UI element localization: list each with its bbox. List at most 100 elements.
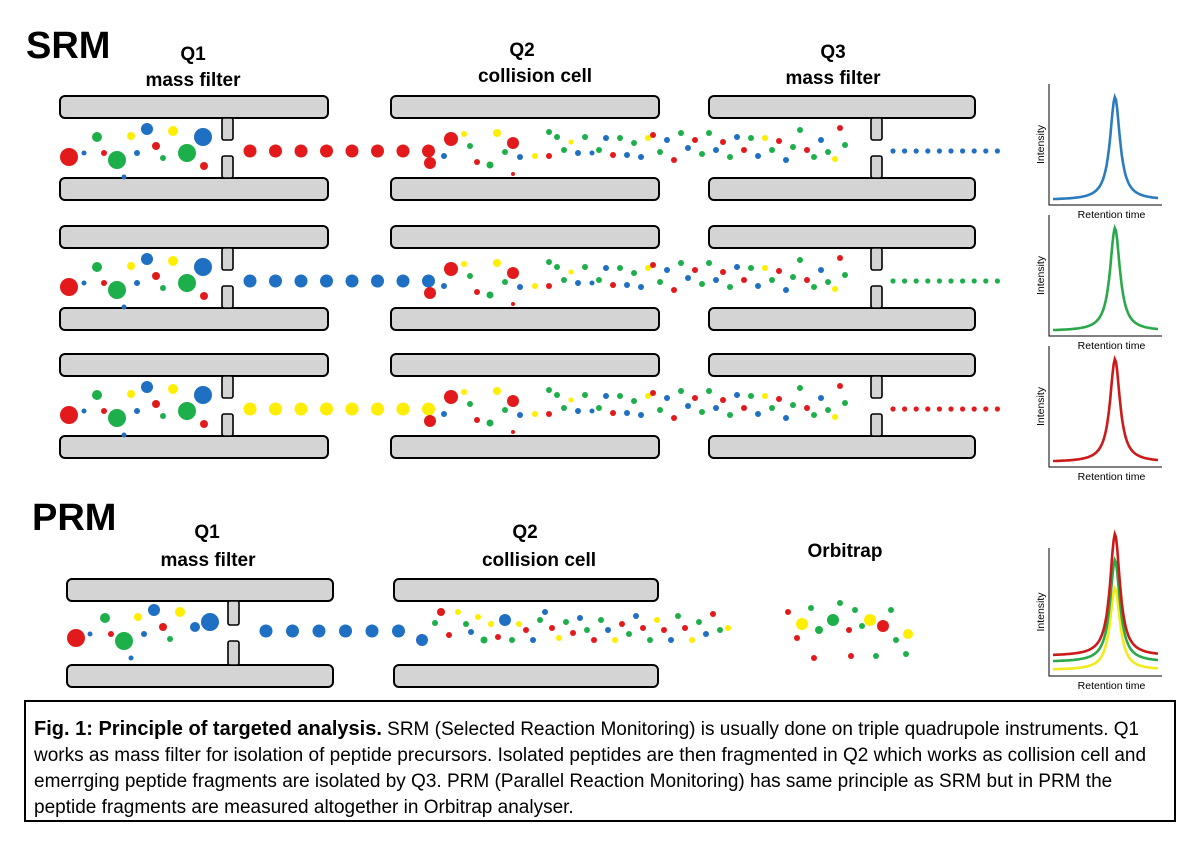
srm-row3-q2-fragment — [832, 414, 838, 420]
srm-row2-product-ion — [971, 278, 977, 284]
srm-row3-q2-fragment — [461, 389, 467, 395]
srm-row3-q2-fragment — [706, 388, 712, 394]
srm-row2-q2-fragment — [762, 265, 768, 271]
srm-row2-q2-fragment — [502, 279, 508, 285]
srm-row1-q2-fragment — [603, 135, 609, 141]
srm-row3-q2-fragment — [797, 385, 803, 391]
srm-row3-q2-fragment — [561, 405, 567, 411]
srm-row3-product-ion — [971, 406, 977, 412]
prm-q2-fragment — [556, 635, 562, 641]
srm-row2-q2-fragment — [596, 277, 602, 283]
srm-row1-precursor-ion — [243, 144, 257, 158]
srm-row1-precursor-ion — [269, 144, 282, 158]
srm-row2-q2-fragment — [511, 302, 515, 306]
srm-row3-q2-upper-rod — [390, 353, 660, 377]
srm-row2-q2-fragment — [554, 264, 560, 270]
srm-title: SRM — [26, 25, 110, 67]
srm-row1-q2-fragment — [762, 135, 768, 141]
srm-row1-q2-fragment — [776, 138, 782, 144]
srm-row1-product-ion — [960, 148, 966, 154]
srm-row1-q2-fragment — [424, 157, 436, 169]
srm-row2-q1-ion — [60, 278, 78, 296]
srm-row1-product-ion — [971, 148, 977, 154]
srm-row1-q1-ion — [121, 174, 127, 180]
srm-row1-precursor-ion — [422, 144, 435, 158]
prm-q2-fragment — [437, 608, 445, 616]
prm-chromatogram-xlabel: Retention time — [1078, 680, 1146, 692]
srm-row2-product-ion — [925, 278, 931, 284]
srm-row3-q2-fragment — [493, 387, 501, 395]
prm-q1-upper-slit — [227, 600, 240, 626]
prm-q2-fragment — [523, 627, 529, 633]
srm-row1-q2-fragment — [624, 152, 630, 158]
srm-row3-precursor-ion — [269, 402, 282, 416]
srm-row1-product-ion — [913, 148, 919, 154]
srm-row2-q2-fragment — [797, 257, 803, 263]
srm-row2-q1-upper-rod — [59, 225, 329, 249]
srm-row3-q1-ion — [101, 408, 107, 414]
prm-q1-ion — [159, 623, 167, 631]
prm-q2-fragment — [717, 627, 723, 633]
srm-row2-q2-fragment — [720, 269, 726, 275]
srm-row3-q2-fragment — [678, 388, 684, 394]
srm-row2-q1-ion — [92, 262, 102, 272]
srm-row2-q2-fragment — [685, 275, 691, 281]
prm-q2-fragment — [584, 627, 590, 633]
srm-row1-q1-upper-slit — [221, 117, 234, 141]
srm-row1-q2-fragment — [790, 144, 796, 150]
prm-q2-fragment — [499, 614, 511, 626]
srm-row3-product-ion — [925, 406, 931, 412]
prm-q2-fragment — [446, 632, 452, 638]
srm-row3-q2-fragment — [474, 417, 480, 423]
prm-q2-fragment — [570, 630, 576, 636]
prm-precursor-ion — [392, 624, 405, 638]
srm-row1-q1-ion — [141, 123, 153, 135]
prm-q2-fragment — [626, 631, 632, 637]
srm-row3-q2-fragment — [699, 409, 705, 415]
srm-row2-q1-lower-rod — [59, 307, 329, 331]
srm-row1-q2-fragment — [493, 129, 501, 137]
srm-row2-product-ion — [913, 278, 919, 284]
prm-q1-upper-rod — [66, 578, 334, 602]
srm-row2-product-ion — [936, 278, 943, 284]
prm-q2-fragment — [549, 625, 555, 631]
prm-q2-fragment — [530, 637, 536, 643]
srm-row1-q2-fragment — [720, 139, 726, 145]
srm-row1-q2-fragment — [532, 153, 538, 159]
srm-row1-q2-fragment — [818, 137, 824, 143]
srm-row1-q1-upper-rod — [59, 95, 329, 119]
prm-title: PRM — [32, 497, 116, 539]
srm-row3-q2-fragment — [645, 393, 651, 399]
srm-row3-q2-fragment — [741, 405, 747, 411]
prm-q2-fragment — [654, 617, 660, 623]
prm-q1-ion — [87, 631, 93, 637]
orbitrap-fragment — [893, 637, 899, 643]
srm-row3-q1-ion — [160, 413, 166, 419]
prm-q2-fragment — [537, 617, 543, 623]
srm-row3-q2-fragment — [825, 407, 831, 413]
srm-row1-q1-ion — [134, 150, 140, 156]
srm-row2-product-ion — [902, 278, 908, 284]
srm-row3-q2-fragment — [776, 396, 782, 402]
srm-row3-q2-fragment — [546, 411, 552, 417]
srm-row2-precursor-ion — [243, 274, 257, 288]
srm-row2-q3-lower-slit — [870, 285, 883, 309]
orbitrap-fragment — [852, 607, 858, 613]
prm-q1-ion — [108, 631, 114, 637]
srm-row3-q1-lower-rod — [59, 435, 329, 459]
srm-row3-q1-ion — [141, 381, 153, 393]
srm-row1-q2-lower-rod — [390, 177, 660, 201]
srm-row3-product-ion — [936, 406, 943, 412]
prm-q2-fragment — [480, 636, 488, 644]
srm-row2-precursor-ion — [422, 274, 435, 288]
srm-row1-q2-fragment — [461, 131, 467, 137]
srm-row1-precursor-ion — [345, 144, 359, 158]
caption-text: SRM (Selected Reaction Monitoring) is us… — [34, 719, 1147, 818]
srm-row1-q2-fragment — [546, 129, 552, 135]
srm-row3-q2-fragment — [546, 387, 552, 393]
srm-row1-q2-fragment — [671, 157, 677, 163]
srm-row2-q2-fragment — [748, 265, 754, 271]
srm-row1-q2-upper-rod — [390, 95, 660, 119]
